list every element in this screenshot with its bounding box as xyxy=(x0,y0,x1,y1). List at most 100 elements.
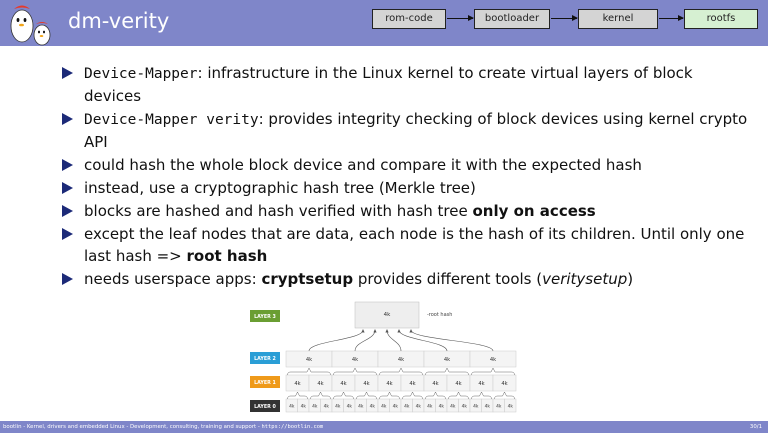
tree-bracket xyxy=(379,367,423,376)
flow-arrow xyxy=(659,15,684,21)
flow-box-kernel: kernel xyxy=(578,9,658,29)
layer-label-badge xyxy=(250,310,280,322)
tree-bracket xyxy=(494,391,515,400)
tree-node-label: 4k xyxy=(289,404,295,410)
tree-edge-arrow xyxy=(397,329,401,333)
tree-node-label: 4k xyxy=(301,404,307,410)
bullet-text: could hash the whole block device and co… xyxy=(84,156,642,174)
tree-bracket xyxy=(425,367,469,376)
bullet-item: except the leaf nodes that are data, eac… xyxy=(62,223,752,267)
tree-edge-arrow xyxy=(385,329,389,333)
tree-bracket xyxy=(287,367,331,376)
tree-node-label: 4k xyxy=(317,381,323,387)
tree-node-label: 4k xyxy=(478,381,484,387)
flow-box-rom-code: rom-code xyxy=(372,9,446,29)
tree-node-label: 4k xyxy=(324,404,330,410)
tree-node xyxy=(492,374,517,392)
bullet-item: Device-Mapper: infrastructure in the Lin… xyxy=(62,62,752,107)
tree-node-label: 4k xyxy=(485,404,491,410)
bullet-item: could hash the whole block device and co… xyxy=(62,154,752,176)
tree-edge-arrow xyxy=(373,329,377,333)
tree-edge xyxy=(398,329,448,352)
footer-url[interactable]: https://bootlin.com xyxy=(261,424,324,430)
tree-node-label: 4k xyxy=(490,357,496,363)
tree-node-label: 4k xyxy=(384,312,391,318)
flow-arrow xyxy=(551,15,578,21)
bullet-text: blocks are hashed and hash verified with… xyxy=(84,202,473,220)
bullet-text: root hash xyxy=(186,247,268,265)
tree-node-label: 4k xyxy=(335,404,341,410)
tree-bracket xyxy=(448,391,469,400)
tree-bracket xyxy=(471,391,492,400)
tree-node-label: 4k xyxy=(358,404,364,410)
tree-bracket xyxy=(287,391,308,400)
tree-node xyxy=(504,398,517,413)
bullet-item: needs userspace apps: cryptsetup provide… xyxy=(62,268,752,290)
tree-node-label: 4k xyxy=(352,357,358,363)
bullet-text: veritysetup xyxy=(542,270,628,288)
penguin-logo-icon xyxy=(10,5,51,46)
tree-node-label: 4k xyxy=(450,404,456,410)
tree-bracket xyxy=(425,391,446,400)
tree-node-label: 4k xyxy=(370,404,376,410)
tree-bracket xyxy=(333,391,354,400)
tree-node-label: 4k xyxy=(393,404,399,410)
bullet-item: instead, use a cryptographic hash tree (… xyxy=(62,177,752,199)
tree-node-label: 4k xyxy=(363,381,369,387)
page-title: dm-verity xyxy=(68,9,170,33)
tree-node-label: 4k xyxy=(427,404,433,410)
tree-edge-arrow xyxy=(409,329,413,333)
tree-edge xyxy=(410,329,494,352)
tree-node-label: 4k xyxy=(455,381,461,387)
header-bar: dm-verity rom-code bootloader kernel roo… xyxy=(0,0,768,46)
tree-node-label: 4k xyxy=(432,381,438,387)
tree-node-label: 4k xyxy=(496,404,502,410)
bullet-text: Device-Mapper xyxy=(84,66,198,82)
bullet-text: ) xyxy=(627,270,634,288)
bullet-list: Device-Mapper: infrastructure in the Lin… xyxy=(62,62,752,291)
tree-bracket xyxy=(333,367,377,376)
layer-label-badge xyxy=(250,376,280,388)
bullet-text: needs userspace apps: xyxy=(84,270,262,288)
layer-label: LAYER 1 xyxy=(254,380,276,386)
layer-label-badge xyxy=(250,352,280,364)
layer-label: LAYER 3 xyxy=(254,314,276,320)
bullet-text: cryptsetup xyxy=(261,270,354,288)
tree-node-label: 4k xyxy=(416,404,422,410)
tree-node xyxy=(354,301,420,329)
flow-box-rootfs: rootfs xyxy=(684,9,758,29)
tree-node-label: 4k xyxy=(386,381,392,387)
root-hash-label: -root hash xyxy=(427,312,452,318)
tree-node-label: 4k xyxy=(347,404,353,410)
tree-node-label: 4k xyxy=(398,357,404,363)
tree-edge xyxy=(354,329,376,352)
tree-edge-arrow xyxy=(361,329,365,333)
footer-text: bootlin - Kernel, drivers and embedded L… xyxy=(3,424,262,430)
layer-label: LAYER 0 xyxy=(254,404,276,410)
tree-bracket xyxy=(356,391,377,400)
flow-arrow xyxy=(447,15,474,21)
tree-node-label: 4k xyxy=(404,404,410,410)
tree-node-label: 4k xyxy=(508,404,514,410)
tree-bracket xyxy=(379,391,400,400)
tree-bracket xyxy=(471,367,515,376)
tree-node-label: 4k xyxy=(473,404,479,410)
bullet-text: only on access xyxy=(472,202,596,220)
tree-node-label: 4k xyxy=(444,357,450,363)
bullet-text: provides different tools ( xyxy=(353,270,543,288)
tree-node-label: 4k xyxy=(409,381,415,387)
bullet-text: Device-Mapper verity xyxy=(84,112,259,128)
bullet-text: instead, use a cryptographic hash tree (… xyxy=(84,179,476,197)
tree-edge xyxy=(308,329,364,352)
page-number: 30/1 xyxy=(749,424,762,430)
bullet-text: : infrastructure in the Linux kernel to … xyxy=(84,64,693,105)
tree-node-label: 4k xyxy=(462,404,468,410)
bullet-text: except the leaf nodes that are data, eac… xyxy=(84,225,745,265)
bullet-item: Device-Mapper verity: provides integrity… xyxy=(62,108,752,153)
tree-node-label: 4k xyxy=(439,404,445,410)
tree-node-label: 4k xyxy=(340,381,346,387)
tree-node-label: 4k xyxy=(312,404,318,410)
bullet-text: : provides integrity checking of block d… xyxy=(84,110,748,151)
bullet-item: blocks are hashed and hash verified with… xyxy=(62,200,752,222)
